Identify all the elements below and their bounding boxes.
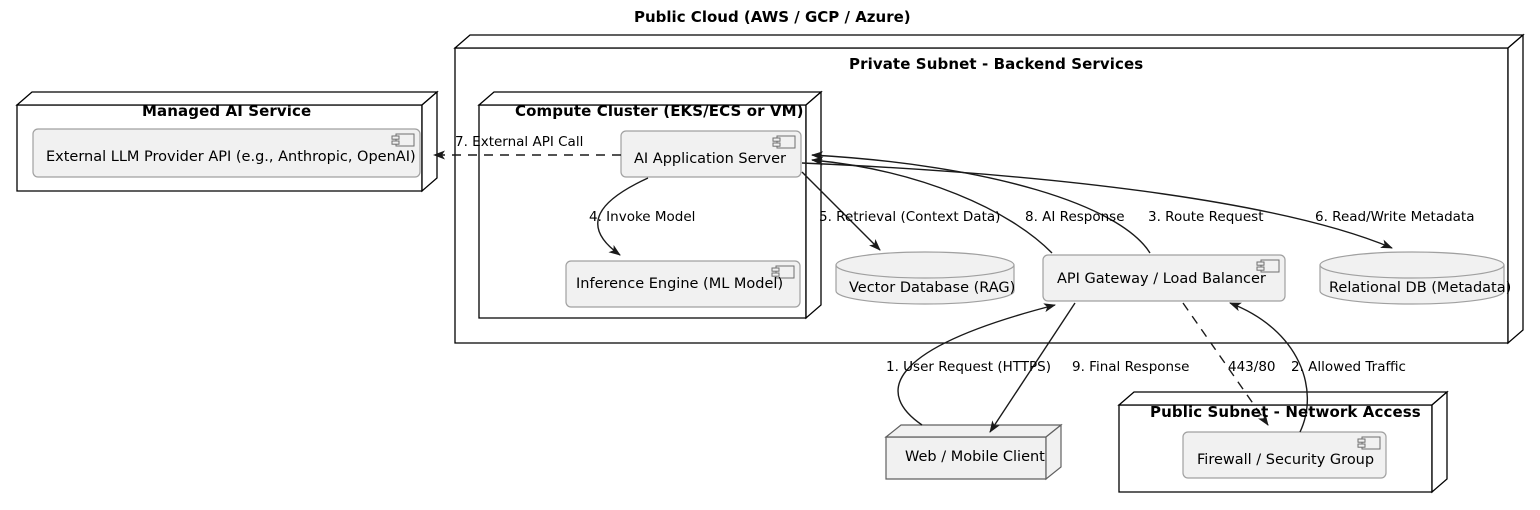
node-title-compute-cluster: Compute Cluster (EKS/ECS or VM) [515,102,804,120]
database-relational-db[interactable] [1319,251,1505,305]
component-external-llm[interactable] [32,128,421,178]
component-label-inference-engine: Inference Engine (ML Model) [576,276,784,292]
node-title-private-subnet: Private Subnet - Backend Services [849,55,1144,73]
component-inference-engine[interactable] [565,260,801,308]
diagram-title: Public Cloud (AWS / GCP / Azure) [634,8,911,26]
edge-label-5: 5. Retrieval (Context Data) [819,209,1001,225]
node-label-web-mobile-client: Web / Mobile Client [905,449,1045,465]
edge-label-8: 8. AI Response [1025,209,1125,225]
uml-component-icon [391,133,415,147]
uml-component-icon [1256,259,1280,273]
node-title-public-subnet: Public Subnet - Network Access [1150,403,1421,421]
component-label-api-gateway: API Gateway / Load Balancer [1057,271,1266,287]
edge-8-ai-response [811,156,1053,254]
node-title-managed-ai-service: Managed AI Service [142,102,312,120]
uml-component-icon [772,135,796,149]
edge-9-final-response [989,302,1076,433]
edge-label-9: 9. Final Response [1072,359,1190,375]
edge-3-route-request [811,151,1151,254]
uml-component-icon [1357,436,1381,450]
database-vector-db[interactable] [835,251,1015,305]
edge-label-443-80: 443/80 [1228,359,1276,375]
edge-443-80 [1182,302,1269,426]
edge-4-invoke-model [597,177,649,256]
node-web-mobile-client [884,423,1063,481]
component-ai-app-server[interactable] [620,130,802,178]
edge-1-user-request [897,303,1056,426]
component-label-external-llm: External LLM Provider API (e.g., Anthrop… [46,149,416,165]
component-label-ai-app-server: AI Application Server [634,151,786,167]
edge-5-retrieval [801,171,881,251]
edge-label-4: 4. Invoke Model [589,209,696,225]
component-label-firewall: Firewall / Security Group [1197,452,1375,468]
edge-2-allowed-traffic [1229,302,1308,433]
edge-label-1: 1. User Request (HTTPS) [886,359,1052,375]
component-firewall[interactable] [1182,431,1387,479]
edge-label-7: 7. External API Call [455,134,584,150]
edge-label-6: 6. Read/Write Metadata [1315,209,1475,225]
uml-component-icon [771,265,795,279]
edge-label-2: 2. Allowed Traffic [1291,359,1406,375]
component-api-gateway[interactable] [1042,254,1286,302]
database-label-relational-db: Relational DB (Metadata) [1329,280,1512,296]
database-label-vector-db: Vector Database (RAG) [849,280,1016,296]
edge-label-3: 3. Route Request [1148,209,1264,225]
edge-6-read-write-metadata [801,162,1393,249]
